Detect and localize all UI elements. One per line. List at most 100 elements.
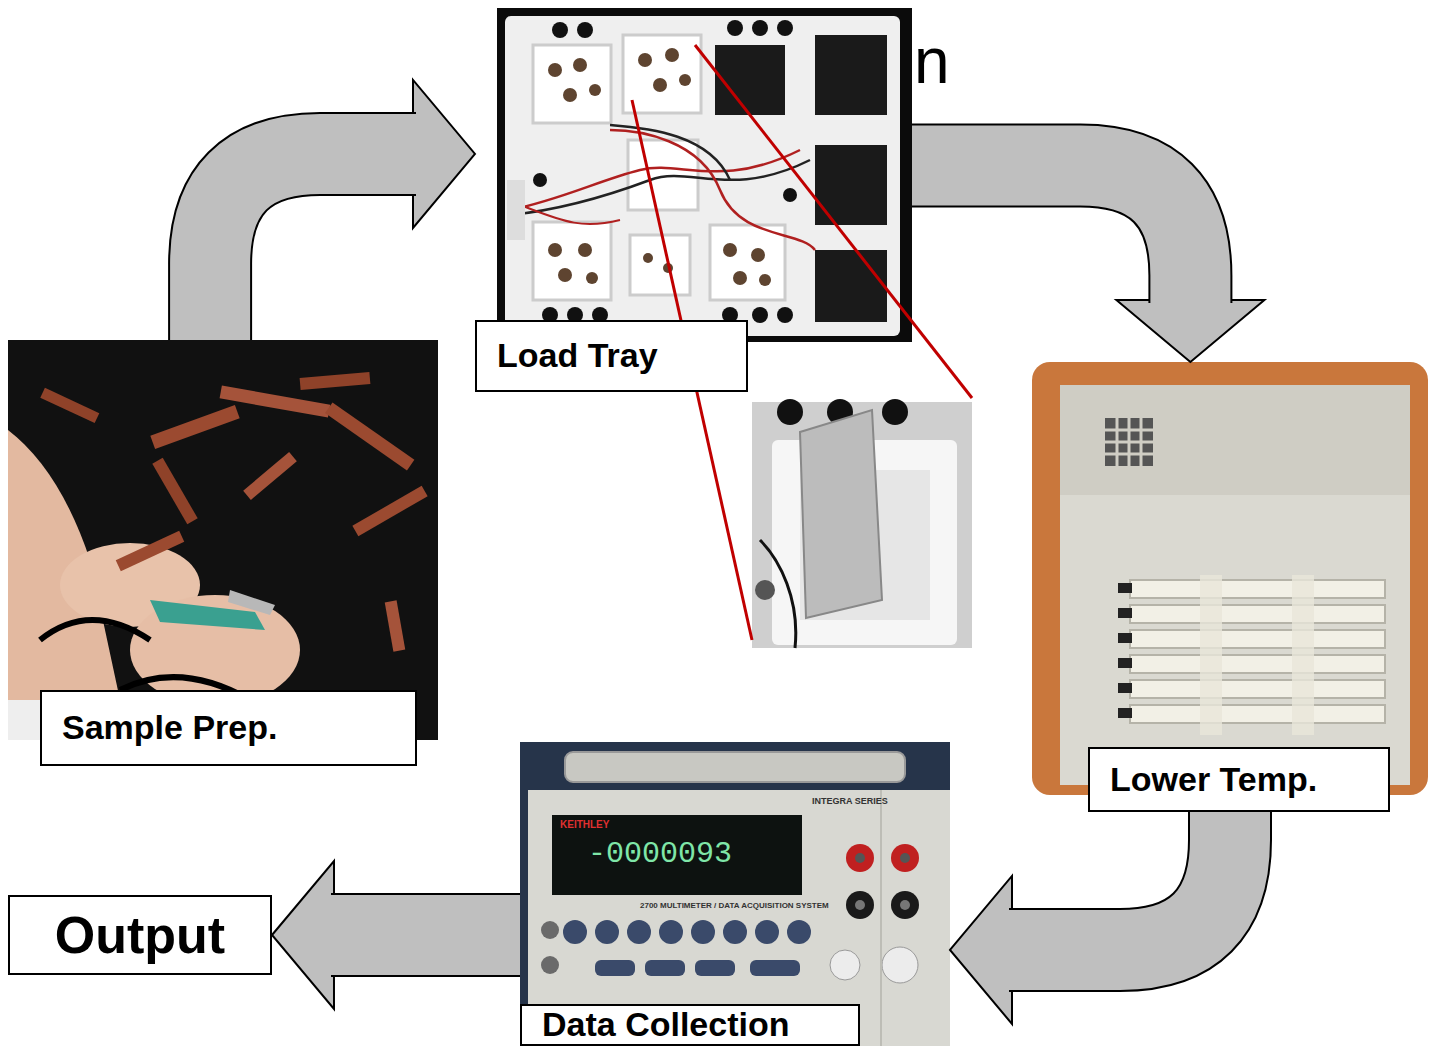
load-tray-photo-part [520,205,620,224]
arrow-shaft [912,165,1190,303]
null-part-part [1130,605,1385,623]
process-photo-panel: Load Tray [475,8,912,392]
load-tray-photo-part [507,180,525,240]
multimeter-photo-part [891,844,919,872]
null-part [1130,580,1385,723]
null-part-part [755,920,779,944]
arrow-shaft-outline [331,893,520,977]
sample-prep-photo-part [220,386,331,418]
sample-prep-photo-part [385,600,406,651]
sample-prep-photo-part [228,590,275,615]
sample-prep-photo-part [8,340,438,740]
null-part-part [586,272,598,284]
load-tray-photo-part [783,188,797,202]
multimeter-photo [520,742,950,1046]
model-series-label: INTEGRA SERIES [812,797,888,807]
multimeter-photo-part [520,742,950,1046]
null-part-part [1130,655,1385,673]
sample-prep-photo-part [300,372,371,390]
null-part-part [1130,580,1385,598]
multimeter-photo-part [855,853,865,863]
sample-prep-photo-part [116,531,185,571]
sample-prep-photo-part [40,388,99,423]
null-part-part [548,63,562,77]
null-part [1118,583,1132,718]
null-part-part [645,960,685,976]
null-part-part [1130,680,1385,698]
null-part-part [1118,608,1132,618]
multimeter-photo-part [541,956,559,974]
null-part-part [589,84,601,96]
tray-cell-closeup-part [752,402,972,648]
freezer-chamber-photo-part [1105,418,1153,466]
null-part-part [759,274,771,286]
arrow-shaft-outline [210,154,416,340]
null-part-part [750,960,800,976]
arrow-shaft-outline [912,165,1190,303]
multimeter-photo-part [891,891,919,919]
step-label-box: Load Tray [475,320,748,392]
null-part-part [1118,658,1132,668]
multimeter-photo-part [900,853,910,863]
null-part-part [595,960,635,976]
multimeter-photo-part [846,891,874,919]
freezer-chamber-photo-part [1105,418,1153,466]
null-part-part [1130,630,1385,648]
flow-arrow [210,80,475,340]
multimeter-photo-part [541,921,559,939]
arrow-shaft [210,154,416,340]
load-tray-photo-part [610,130,815,250]
freezer-chamber-photo-part [1200,575,1222,735]
null-part-part [595,920,619,944]
null-part-part [723,243,737,257]
load-tray-photo-part [752,307,768,323]
flow-arrow [950,812,1230,1024]
load-tray-photo-part [815,35,887,115]
null-part-part [1118,583,1132,593]
null-part-part [638,53,652,67]
freezer-chamber-photo [1032,362,1428,795]
multimeter-photo-part [855,900,865,910]
sample-prep-photo-part [325,402,414,470]
load-tray-photo-part [752,20,768,36]
sample-prep-photo-part [243,452,297,500]
load-tray-photo-part [715,45,785,115]
title-fragment: n [914,26,950,96]
step-label: Load Tray [497,338,658,374]
arrow-head [950,876,1012,1024]
null-part-part [563,920,587,944]
null-part-part [578,243,592,257]
multimeter-photo-part [565,752,905,782]
tray-cell-closeup-part [800,410,882,618]
null-part-part [665,48,679,62]
null-part-part [723,920,747,944]
sample-prep-photo-part [152,458,197,525]
output-box: Output [8,895,272,975]
arrow-shaft [1009,812,1230,950]
null-part-part [1118,683,1132,693]
step-label: Lower Temp. [1110,762,1317,798]
flow-arrow [912,165,1264,362]
step-label: Sample Prep. [62,710,277,746]
multimeter-photo-part [882,947,918,983]
model-name-label: 2700 MULTIMETER / DATA ACQUISITION SYSTE… [640,902,829,911]
load-tray-photo-part [815,250,887,322]
load-tray-photo-part [610,125,730,180]
null-part-part [659,920,683,944]
null-part-part [751,248,765,262]
load-tray-photo-part [533,45,611,123]
tray-cell-closeup-part [777,399,803,425]
multimeter-photo-part [900,900,910,910]
load-tray-photo-part [777,20,793,36]
null-part-part [558,268,572,282]
null-part-part [548,243,562,257]
flow-arrow [272,861,520,1009]
arrow-head [1116,300,1264,362]
null-part-part [627,920,651,944]
multimeter-photo-part [846,844,874,872]
load-tray-photo-part [777,307,793,323]
multimeter-photo-part [880,790,882,1046]
load-tray-photo-part [552,22,568,38]
step-label-box: Lower Temp. [1088,747,1390,812]
null-part-part [1130,705,1385,723]
